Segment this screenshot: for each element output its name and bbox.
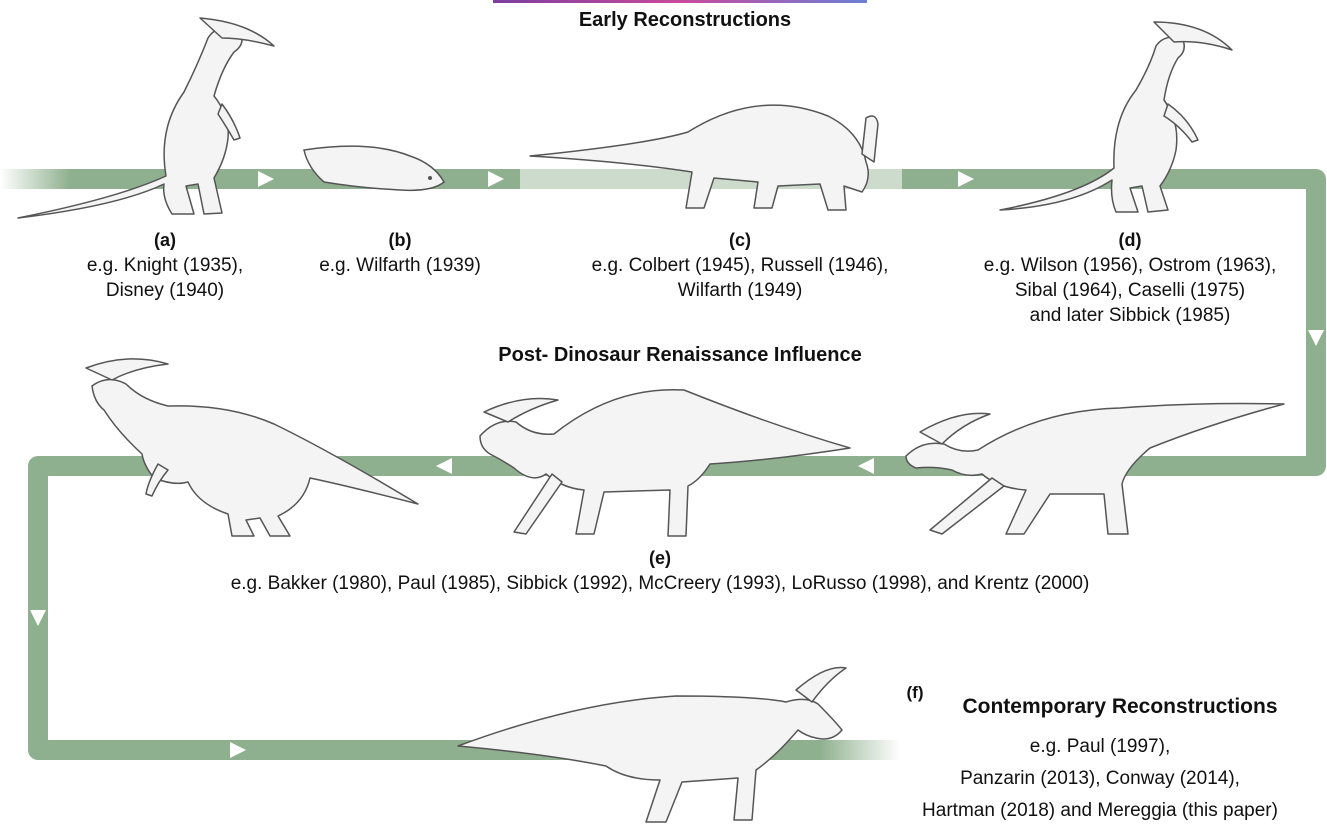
- entry-line: e.g. Colbert (1945), Russell (1946),: [530, 253, 950, 278]
- entry-line: e.g. Paul (1997),: [875, 731, 1325, 763]
- parasaurolophus-drawing-icon: [474, 356, 852, 540]
- entry-line: e.g. Wilfarth (1939): [280, 253, 520, 278]
- entry-b: (b) e.g. Wilfarth (1939): [280, 228, 520, 278]
- parasaurolophus-drawing-icon: [8, 8, 278, 220]
- entry-line: and later Sibbick (1985): [940, 303, 1320, 328]
- parasaurolophus-drawing-icon: [300, 138, 450, 196]
- parasaurolophus-drawing-icon: [900, 384, 1286, 542]
- entry-line: Hartman (2018) and Mereggia (this paper): [875, 795, 1325, 827]
- entry-label: (a): [40, 228, 290, 253]
- entry-e: (e) e.g. Bakker (1980), Paul (1985), Sib…: [100, 546, 1220, 596]
- entry-label: (c): [530, 228, 950, 253]
- entry-line: Wilfarth (1949): [530, 278, 950, 303]
- entry-a: (a) e.g. Knight (1935), Disney (1940): [40, 228, 290, 303]
- entry-line: Panzarin (2013), Conway (2014),: [875, 763, 1325, 795]
- entry-line: e.g. Bakker (1980), Paul (1985), Sibbick…: [100, 571, 1220, 596]
- entry-line: e.g. Wilson (1956), Ostrom (1963),: [940, 253, 1320, 278]
- entry-line: Sibal (1964), Caselli (1975): [940, 278, 1320, 303]
- heading-post: Post- Dinosaur Renaissance Influence: [440, 343, 920, 368]
- parasaurolophus-drawing-icon: [78, 354, 422, 540]
- heading-early: Early Reconstructions: [520, 8, 850, 33]
- parasaurolophus-drawing-icon: [456, 660, 848, 826]
- entry-f: e.g. Paul (1997), Panzarin (2013), Conwa…: [875, 731, 1325, 827]
- parasaurolophus-drawing-icon: [528, 82, 900, 216]
- entry-label: (d): [940, 228, 1320, 253]
- entry-f-label: (f): [900, 680, 930, 705]
- entry-d: (d) e.g. Wilson (1956), Ostrom (1963), S…: [940, 228, 1320, 328]
- entry-label: (e): [100, 546, 1220, 571]
- heading-contemporary: Contemporary Reconstructions: [930, 694, 1310, 719]
- parasaurolophus-drawing-icon: [992, 10, 1234, 216]
- entry-c: (c) e.g. Colbert (1945), Russell (1946),…: [530, 228, 950, 303]
- entry-label: (b): [280, 228, 520, 253]
- entry-line: Disney (1940): [40, 278, 290, 303]
- entry-line: e.g. Knight (1935),: [40, 253, 290, 278]
